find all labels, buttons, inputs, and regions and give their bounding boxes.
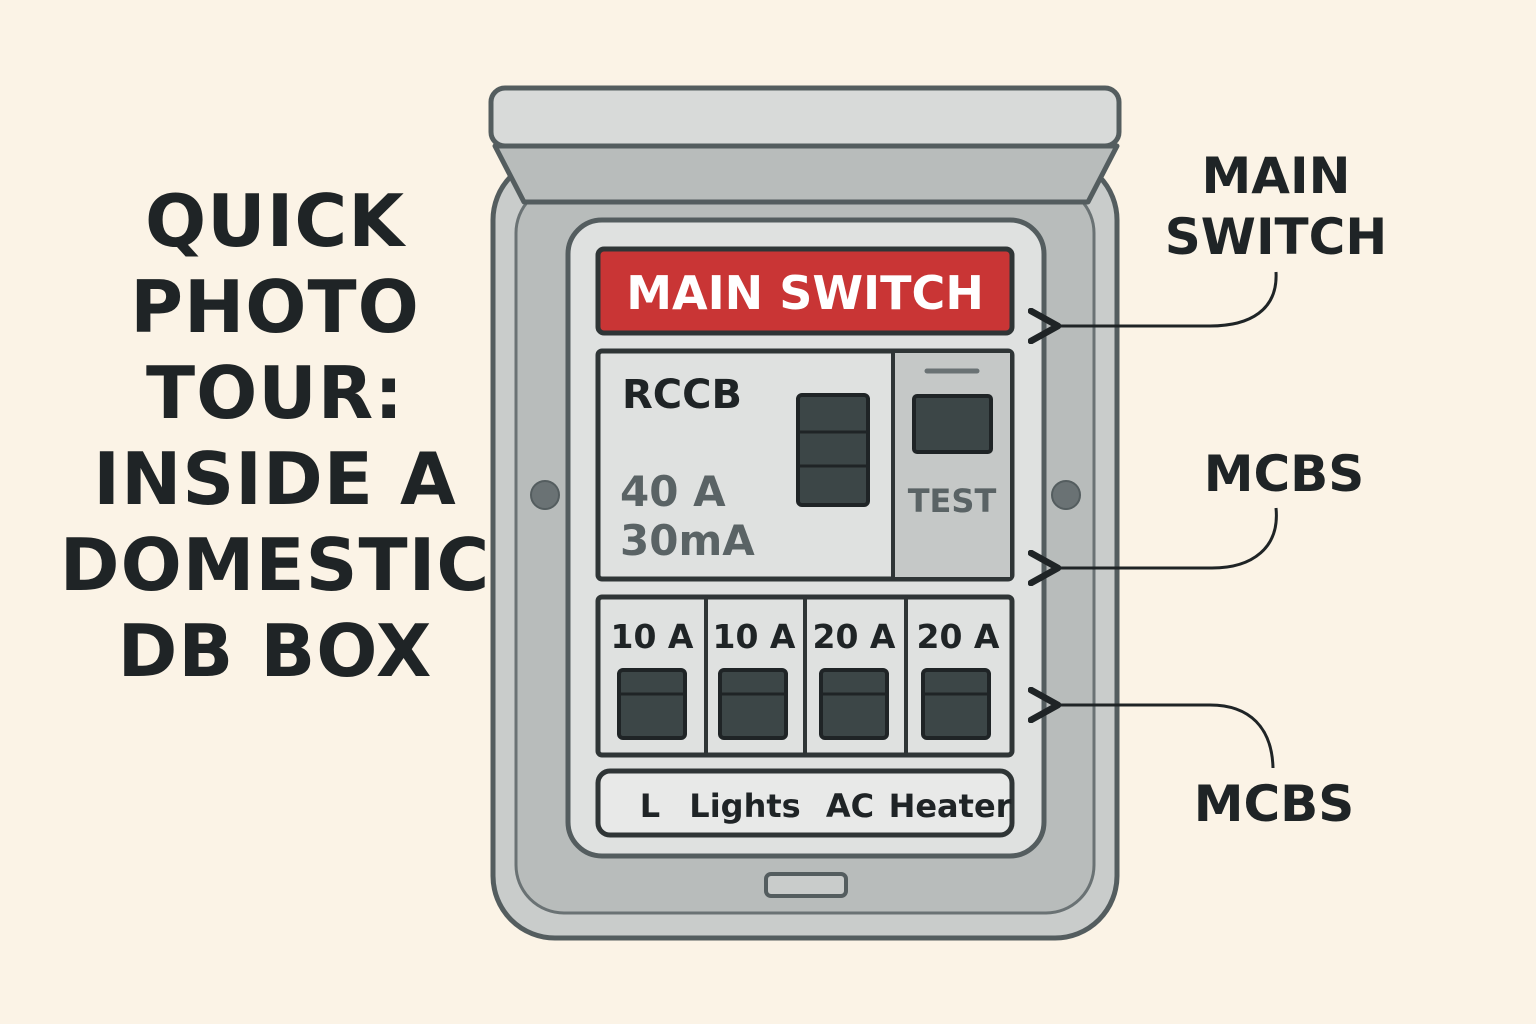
mcb-rating: 10 A (713, 617, 796, 656)
callout-arrow (1058, 271, 1278, 326)
enclosure-lid (492, 143, 1120, 205)
screw-left (530, 480, 560, 510)
mcb-rating: 20 A (813, 617, 896, 656)
title-line: INSIDE A (93, 437, 457, 521)
test-section (893, 353, 1010, 577)
callout-arrow (1058, 705, 1275, 769)
mcb-3: 20 A (813, 617, 896, 740)
test-button[interactable] (912, 394, 993, 454)
main-switch-bar[interactable]: MAIN SWITCH (595, 246, 1015, 336)
mcb-rating: 10 A (611, 617, 694, 656)
rccb-name: RCCB (622, 372, 742, 418)
rccb-module: RCCB 40 A 30mA TEST (595, 348, 1015, 582)
rccb-sensitivity: 30mA (620, 516, 755, 565)
circuit-label: Heater (889, 787, 1012, 825)
callout-mcbs-lower-label: MCBS (1194, 775, 1355, 833)
mcb-4: 20 A (917, 617, 1000, 740)
mcb-rating: 20 A (917, 617, 1000, 656)
callout-mcbs-upper: MCBS (1058, 445, 1364, 568)
callout-arrow (1058, 507, 1278, 568)
test-label: TEST (908, 482, 997, 520)
circuit-label: Lights (689, 787, 800, 825)
title-line: DB BOX (117, 609, 433, 693)
title-line: TOUR: (145, 351, 405, 435)
mcb-toggle-switch[interactable] (617, 668, 687, 740)
page-title: QUICK PHOTO TOUR: INSIDE A DOMESTIC DB B… (40, 178, 510, 694)
callout-main-switch-line2: SWITCH (1165, 208, 1387, 266)
screw-right (1051, 480, 1081, 510)
circuit-label-strip: L Lights AC Heater (595, 768, 1015, 838)
mcb-row: 10 A 10 A 20 A 20 A (595, 594, 1015, 758)
main-switch-label: MAIN SWITCH (626, 266, 984, 320)
mcb-toggle-switch[interactable] (718, 668, 788, 740)
mcb-toggle-switch[interactable] (921, 668, 991, 740)
enclosure-lid-top (488, 85, 1122, 149)
circuit-label: AC (826, 787, 874, 825)
callout-mcbs-upper-label: MCBS (1204, 445, 1365, 503)
rccb-toggle-switch[interactable] (796, 393, 870, 507)
title-line: PHOTO (130, 265, 420, 349)
circuit-label: L (640, 787, 660, 825)
enclosure-latch[interactable] (764, 872, 848, 898)
mcb-toggle-switch[interactable] (819, 668, 889, 740)
title-line: DOMESTIC (59, 523, 491, 607)
title-line: QUICK (144, 179, 406, 263)
mcb-1: 10 A (611, 617, 694, 740)
callout-main-switch-line1: MAIN (1202, 147, 1351, 205)
rccb-current-rating: 40 A (620, 467, 726, 516)
callout-mcbs-lower: MCBS (1058, 705, 1354, 833)
callout-main-switch: MAIN SWITCH (1058, 147, 1387, 326)
mcb-2: 10 A (713, 617, 796, 740)
